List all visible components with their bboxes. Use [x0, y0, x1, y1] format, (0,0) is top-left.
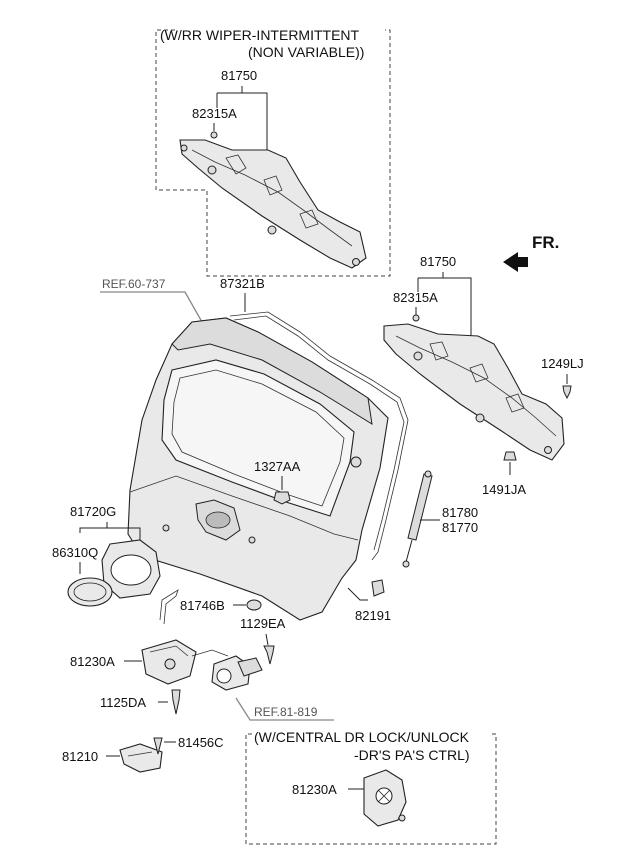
ref-81-819: REF.81-819: [254, 705, 318, 719]
wiper-note-line2: (NON VARIABLE)): [248, 44, 364, 60]
tailgate-assembly: REF.60-737 87321B: [100, 276, 409, 621]
front-label: FR.: [532, 233, 559, 252]
weatherstrip-87321b: [229, 311, 409, 561]
front-arrow-icon: [503, 252, 528, 272]
screw-1249lj: [562, 385, 572, 400]
label-81210: 81210: [62, 749, 98, 764]
wiper-option-box: (W/RR WIPER-INTERMITTENT (NON VARIABLE))…: [155, 27, 391, 277]
kia-emblem-86310q: [67, 577, 113, 607]
label-1125da: 1125DA: [100, 695, 146, 710]
label-1249lj: 1249LJ: [541, 356, 584, 371]
ref-60-737: REF.60-737: [102, 277, 166, 291]
tailgate-glass-opening: [161, 359, 355, 517]
nut-1327aa-group: 1327AA: [254, 459, 301, 505]
central-lock-option-box: (W/CENTRAL DR LOCK/UNLOCK -DR'S PA'S CTR…: [245, 729, 497, 845]
wiper-note-line1: (W/RR WIPER-INTERMITTENT: [160, 27, 360, 43]
fastener-81746b-group: 81746B: [180, 598, 262, 613]
gas-lifter-group: 81780 81770: [402, 470, 478, 568]
label-81750-top: 81750: [221, 68, 257, 83]
screw-1125da: [171, 689, 181, 715]
tailgate-trim-panel-top: [179, 131, 367, 269]
nut-1327aa: [273, 491, 291, 505]
garnish-emblem-group: 81720G 86310Q: [52, 504, 161, 607]
label-81750-right: 81750: [420, 254, 456, 269]
label-1129ea: 1129EA: [240, 616, 286, 631]
label-81780: 81780: [442, 505, 478, 520]
label-86310q: 86310Q: [52, 545, 98, 560]
front-direction-indicator: FR.: [503, 233, 559, 272]
grommet-81746b: [246, 599, 262, 611]
right-trim-group: 81750 82315A 1249LJ 1491JA: [383, 254, 584, 497]
striker-group: 81210 81456C: [62, 735, 224, 773]
label-81770: 81770: [442, 520, 478, 535]
tailgate-latch-group: 81230A 1125DA REF.81-819: [70, 589, 334, 721]
tailgate-trim-panel-right: [383, 323, 565, 461]
tailgate-striker-81210: [119, 743, 163, 773]
label-81720g: 81720G: [70, 504, 116, 519]
label-81746b: 81746B: [180, 598, 225, 613]
gas-lifter-strut: [407, 473, 433, 541]
screw-1129ea: [263, 645, 275, 665]
screw-1129ea-group: 1129EA: [240, 616, 286, 665]
label-82315a-right: 82315A: [393, 290, 438, 305]
label-82191: 82191: [355, 608, 391, 623]
label-81456c: 81456C: [178, 735, 224, 750]
bolt-81456c: [153, 737, 163, 755]
label-81230a: 81230A: [70, 654, 115, 669]
label-1327aa: 1327AA: [254, 459, 301, 474]
label-1491ja: 1491JA: [482, 482, 526, 497]
fastener-1491ja: [503, 451, 517, 461]
clip-82315a-right: [412, 314, 420, 322]
bumper-82191-group: 82191: [347, 579, 391, 623]
lock-note-line1: (W/CENTRAL DR LOCK/UNLOCK: [254, 729, 470, 745]
lock-note-line2: -DR'S PA'S CTRL): [354, 747, 470, 763]
label-82315a-top: 82315A: [192, 106, 237, 121]
label-81230a-box: 81230A: [292, 782, 337, 797]
label-87321b: 87321B: [220, 276, 265, 291]
clip-82315a-top: [210, 131, 218, 139]
bumper-82191: [371, 579, 385, 597]
